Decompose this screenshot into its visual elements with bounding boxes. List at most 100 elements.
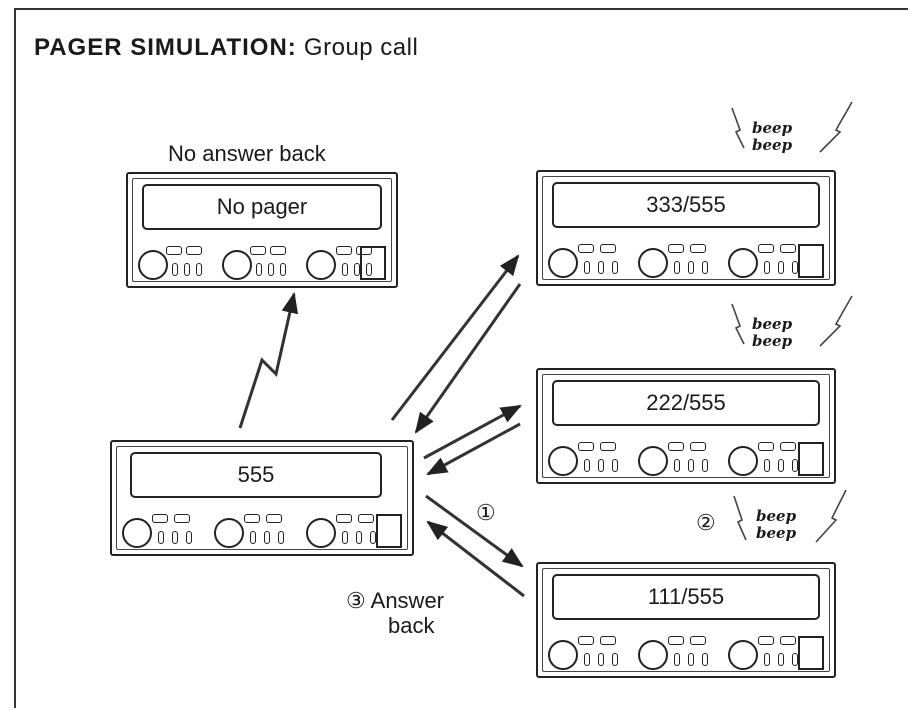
- button-icon: [758, 244, 774, 253]
- radio-bezel: [542, 568, 830, 672]
- control-panel: [122, 514, 402, 548]
- button-icon: [166, 246, 182, 255]
- button-icon: [600, 636, 616, 645]
- square-button-icon: [360, 246, 386, 280]
- radio-111: 111/555: [536, 562, 836, 678]
- answer-back-label: ③ Answer back: [346, 588, 444, 639]
- dot-icon: [186, 531, 192, 544]
- radio-base-555: 555: [110, 440, 414, 556]
- radio-222: 222/555: [536, 368, 836, 484]
- arrow-to-111: [425, 494, 524, 568]
- step-three-label: ③: [346, 588, 366, 613]
- button-icon: [186, 246, 202, 255]
- dot-icon: [764, 653, 770, 666]
- beep-bolt-right-icon: [819, 101, 853, 153]
- radio-display: 222/555: [552, 380, 820, 426]
- step-one-label: ①: [476, 500, 496, 525]
- radio-display: No pager: [142, 184, 382, 230]
- display-text: No pager: [216, 194, 308, 219]
- button-icon: [690, 244, 706, 253]
- dot-icon: [792, 459, 798, 472]
- radio-bezel: [542, 176, 830, 280]
- radio-display: 555: [130, 452, 382, 498]
- dot-icon: [778, 653, 784, 666]
- button-icon: [358, 514, 374, 523]
- dot-icon: [256, 263, 262, 276]
- button-icon: [578, 442, 594, 451]
- display-text: 222/555: [646, 390, 726, 415]
- page-title: PAGER SIMULATION: Group call: [34, 34, 418, 62]
- button-icon: [600, 442, 616, 451]
- beep-bolt-right-icon: [815, 489, 847, 543]
- dot-icon: [674, 261, 680, 274]
- dot-icon: [674, 459, 680, 472]
- dot-icon: [612, 261, 618, 274]
- knob-icon: [728, 640, 758, 670]
- button-icon: [336, 246, 352, 255]
- button-icon: [758, 442, 774, 451]
- step-two-label: ②: [696, 510, 716, 535]
- arrow-to-222: [423, 404, 522, 460]
- knob-icon: [548, 446, 578, 476]
- radio-signal-bolt-icon: [238, 291, 299, 429]
- title-rest: Group call: [296, 34, 419, 61]
- knob-icon: [306, 518, 336, 548]
- dot-icon: [674, 653, 680, 666]
- dot-icon: [172, 263, 178, 276]
- dot-icon: [792, 653, 798, 666]
- button-icon: [336, 514, 352, 523]
- radio-bezel: [542, 374, 830, 478]
- button-icon: [690, 636, 706, 645]
- radio-display: 333/555: [552, 182, 820, 228]
- knob-icon: [638, 446, 668, 476]
- button-icon: [668, 636, 684, 645]
- dot-icon: [598, 653, 604, 666]
- square-button-icon: [798, 636, 824, 670]
- arrow-from-111: [426, 520, 525, 598]
- dot-icon: [688, 653, 694, 666]
- control-panel: [138, 246, 386, 280]
- control-panel: [548, 636, 824, 670]
- dot-icon: [196, 263, 202, 276]
- dot-icon: [342, 531, 348, 544]
- dot-icon: [342, 263, 348, 276]
- button-icon: [578, 244, 594, 253]
- dot-icon: [688, 459, 694, 472]
- dot-icon: [250, 531, 256, 544]
- square-button-icon: [798, 442, 824, 476]
- dot-icon: [688, 261, 694, 274]
- button-icon: [266, 514, 282, 523]
- dot-icon: [702, 459, 708, 472]
- dot-icon: [184, 263, 190, 276]
- dot-icon: [778, 261, 784, 274]
- dot-icon: [356, 531, 362, 544]
- knob-icon: [728, 248, 758, 278]
- control-panel: [548, 442, 824, 476]
- dot-icon: [702, 653, 708, 666]
- button-icon: [668, 244, 684, 253]
- dot-icon: [280, 263, 286, 276]
- dot-icon: [792, 261, 798, 274]
- button-icon: [758, 636, 774, 645]
- knob-icon: [306, 250, 336, 280]
- button-icon: [780, 636, 796, 645]
- dot-icon: [598, 459, 604, 472]
- arrow-from-222: [426, 422, 521, 476]
- dot-icon: [612, 459, 618, 472]
- beep-bolt-right-icon: [819, 295, 853, 347]
- beep-bolt-left-icon: [731, 303, 745, 345]
- dot-icon: [764, 261, 770, 274]
- display-text: 555: [237, 462, 275, 487]
- button-icon: [690, 442, 706, 451]
- knob-icon: [638, 640, 668, 670]
- no-answer-label: No answer back: [168, 141, 326, 166]
- button-icon: [578, 636, 594, 645]
- dot-icon: [172, 531, 178, 544]
- knob-icon: [548, 248, 578, 278]
- button-icon: [780, 244, 796, 253]
- square-button-icon: [798, 244, 824, 278]
